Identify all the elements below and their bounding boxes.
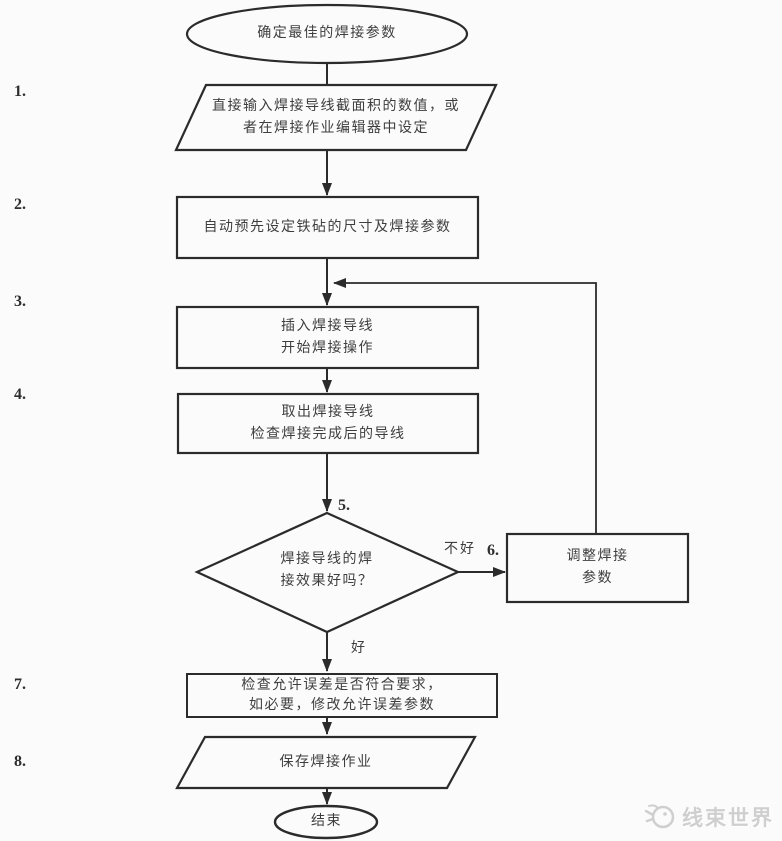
step8-label: 保存焊接作业 — [177, 737, 475, 788]
step2-label: 自动预先设定铁砧的尺寸及焊接参数 — [177, 197, 478, 258]
step3-line2: 开始焊接操作 — [281, 340, 374, 356]
start-label-text: 确定最佳的焊接参数 — [257, 26, 397, 41]
step-number-2: 2. — [14, 196, 26, 213]
step-number-3: 3. — [14, 293, 26, 310]
step3-line1: 插入焊接导线 — [281, 318, 374, 334]
branch-label-yes: 好 — [351, 641, 367, 656]
step7-line2: 如必要，修改允许误差参数 — [249, 697, 435, 713]
step3-label: 插入焊接导线 开始焊接操作 — [177, 307, 478, 368]
end-terminator-shape — [273, 804, 379, 840]
step1-parallelogram-shape — [174, 83, 498, 152]
step-number-5: 5. — [338, 497, 350, 514]
step4-line1: 取出焊接导线 — [281, 404, 375, 420]
step7-line1: 检查允许误差是否符合要求， — [241, 677, 443, 693]
watermark-bird-icon — [644, 804, 675, 829]
step7-label: 检查允许误差是否符合要求， 如必要，修改允许误差参数 — [187, 674, 497, 717]
end-terminator-label: 结束 — [275, 806, 378, 837]
decision-label: 焊接导线的焊 接效果好吗？ — [227, 547, 427, 595]
watermark: 线束世界 — [644, 801, 774, 833]
step1-line2: 者在焊接作业编辑器中设定 — [243, 121, 429, 136]
step6-line2: 参数 — [582, 571, 613, 586]
step-number-6: 6. — [487, 542, 499, 559]
start-terminator-label: 确定最佳的焊接参数 — [187, 5, 467, 63]
step4-line2: 检查焊接完成后的导线 — [250, 426, 406, 442]
step7-rect-shape — [186, 673, 498, 718]
step4-label: 取出焊接导线 检查焊接完成后的导线 — [178, 394, 478, 453]
step6-label: 调整焊接 参数 — [507, 534, 688, 602]
step-number-8: 8. — [14, 753, 26, 770]
step8-line1: 保存焊接作业 — [279, 754, 373, 770]
step8-parallelogram-shape — [175, 735, 477, 790]
branch-label-no: 不好 — [444, 542, 476, 557]
end-label-text: 结束 — [311, 813, 342, 829]
watermark-text: 线束世界 — [682, 806, 774, 830]
step-number-4: 4. — [14, 386, 26, 403]
step1-line1: 直接输入焊接导线截面积的数值，或 — [212, 99, 460, 114]
step6-line1: 调整焊接 — [566, 549, 629, 564]
decision-line2: 接效果好吗？ — [280, 574, 374, 589]
step1-label: 直接输入焊接导线截面积的数值，或 者在焊接作业编辑器中设定 — [185, 94, 487, 142]
step-number-1: 1. — [14, 83, 26, 100]
step6-rect-shape — [505, 532, 690, 604]
step-number-7: 7. — [14, 676, 26, 693]
step2-line1: 自动预先设定铁砧的尺寸及焊接参数 — [203, 219, 452, 235]
feedback-connector-step6-to-step3 — [333, 278, 597, 534]
decision-line1: 焊接导线的焊 — [280, 552, 374, 567]
